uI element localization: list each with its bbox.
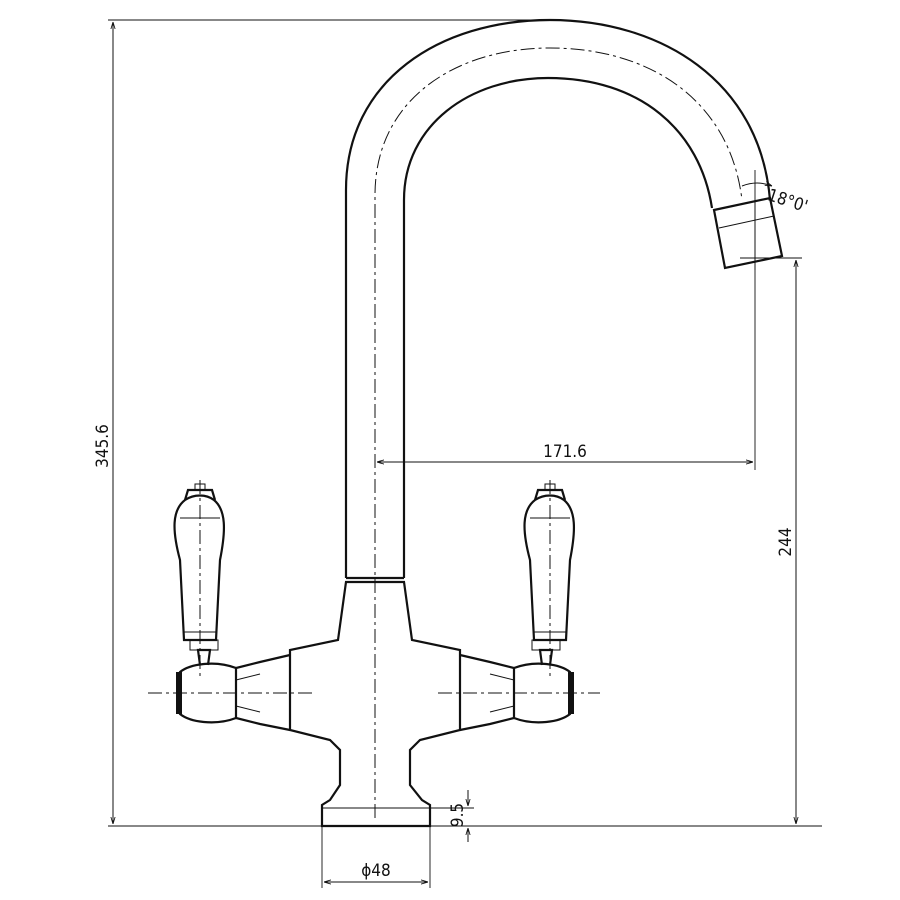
base-diameter-label: ϕ48 <box>361 861 391 881</box>
right-handle <box>438 480 600 732</box>
spout-centerline <box>374 47 743 818</box>
spout-nozzle <box>712 196 784 270</box>
dimension-spout-reach: 171.6 <box>377 200 756 470</box>
dimension-base-diameter: ϕ48 <box>321 826 431 888</box>
dimension-outlet-angle: 18°0' <box>741 170 810 270</box>
overall-height-label: 345.6 <box>93 424 113 468</box>
base-thickness-label: 9.5 <box>448 803 468 827</box>
dimension-overall-height: 345.6 <box>93 19 822 827</box>
dimension-outlet-height: 244 <box>740 257 802 824</box>
spout <box>344 18 784 818</box>
outlet-angle-label: 18°0' <box>765 185 810 217</box>
dimension-base-thickness: 9.5 <box>430 790 474 842</box>
outlet-height-label: 244 <box>776 527 796 556</box>
spout-reach-label: 171.6 <box>543 442 587 462</box>
left-handle <box>148 480 312 732</box>
